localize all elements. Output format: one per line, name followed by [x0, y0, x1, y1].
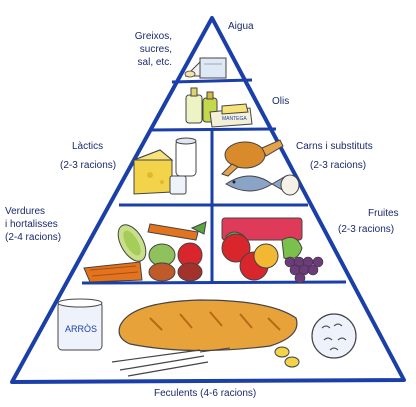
sweets-illustration	[184, 57, 227, 79]
water-label: Aigua	[228, 21, 254, 32]
vegetables-label-block: Verdures i hortalisses (2-4 racions)	[5, 205, 61, 244]
dairy-illustration	[133, 137, 197, 195]
tier-divider-1	[171, 78, 253, 84]
vegetables-illustration	[83, 221, 207, 283]
sweets-label-line-2: sucres,	[139, 44, 172, 55]
meat-label: Carns i substituts	[296, 141, 373, 152]
tier-divider-4	[81, 280, 347, 285]
dairy-label: Làctics	[72, 141, 104, 152]
sweets-label: Greixos, sucres, sal, etc.	[126, 30, 172, 69]
meat-illustration	[221, 139, 300, 196]
sweets-label-line-3: sal, etc.	[137, 57, 172, 68]
rice-jar-label: ARRÒS	[65, 324, 97, 334]
sweets-label-line-1: Greixos,	[134, 31, 172, 42]
vegetables-label-line-1: Verdures	[5, 206, 46, 217]
fruit-label-block: Fruites (2-3 racions)	[338, 207, 399, 236]
fruit-portions: (2-3 racions)	[338, 224, 395, 235]
oils-illustration: MANTEGA	[185, 87, 253, 128]
vegetables-label-line-2: i hortalisses	[5, 219, 58, 230]
butter-label: MANTEGA	[222, 116, 247, 122]
meat-portions: (2-3 racions)	[310, 160, 367, 171]
fruit-label: Fruites	[368, 208, 399, 219]
dairy-label-block: Làctics (2-3 racions)	[60, 140, 120, 172]
starches-illustration: ARRÒS	[57, 298, 357, 377]
oils-label: Olis	[272, 96, 290, 107]
vegetables-label-line-3: (2-4 racions)	[5, 232, 62, 243]
pyramid-outline	[10, 16, 406, 384]
starches-label: Feculents (4-6 racions)	[154, 388, 257, 399]
meat-label-block: Carns i substituts (2-3 racions)	[296, 140, 373, 172]
dairy-portions: (2-3 racions)	[60, 160, 117, 171]
tier-divider-2	[149, 127, 277, 132]
fruit-illustration	[221, 217, 324, 284]
